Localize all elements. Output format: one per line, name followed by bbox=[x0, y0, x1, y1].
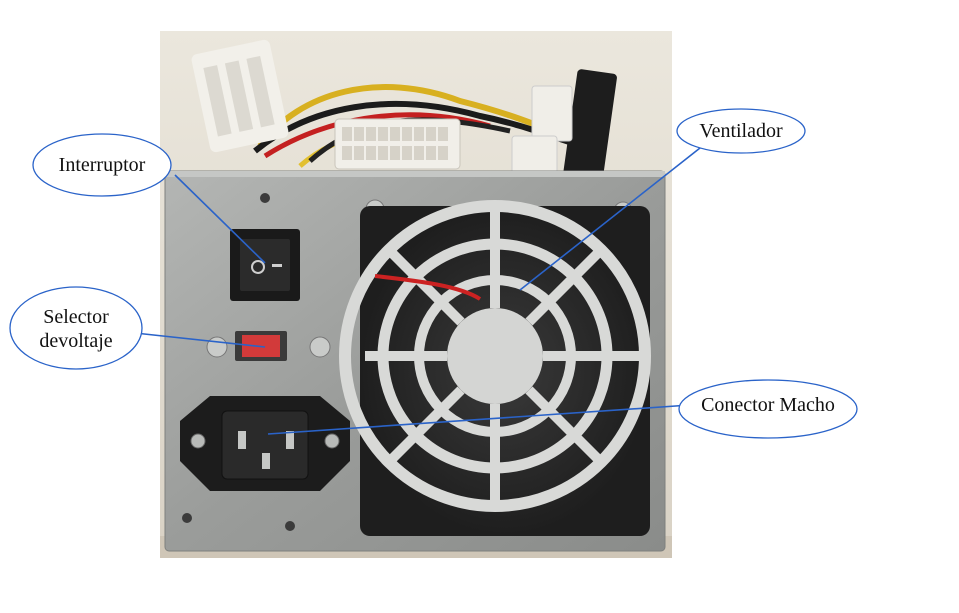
label-interruptor: Interruptor bbox=[59, 154, 146, 176]
callout-interruptor bbox=[32, 133, 172, 197]
callout-conector-macho bbox=[678, 379, 858, 439]
atx-connector bbox=[334, 118, 461, 170]
leader-line-conector bbox=[267, 404, 691, 435]
leader-line-interruptor bbox=[174, 174, 266, 264]
label-ventilador: Ventilador bbox=[699, 120, 783, 142]
case-holes bbox=[182, 193, 295, 531]
callout-ventilador bbox=[676, 108, 806, 154]
iec-connector bbox=[180, 396, 350, 491]
sata-connector bbox=[511, 69, 617, 183]
label-conector-macho: Conector Macho bbox=[701, 394, 835, 416]
label-selector-line1: Selector bbox=[43, 306, 109, 328]
power-supply-photo bbox=[160, 31, 672, 558]
fan-grille bbox=[339, 200, 651, 536]
leader-line-selector bbox=[134, 332, 266, 348]
voltage-selector-switch bbox=[206, 331, 331, 361]
leader-line-ventilador bbox=[519, 147, 701, 291]
callout-selector bbox=[9, 286, 143, 370]
molex-connector bbox=[191, 39, 289, 153]
label-selector-line2: devoltaje bbox=[39, 330, 112, 352]
